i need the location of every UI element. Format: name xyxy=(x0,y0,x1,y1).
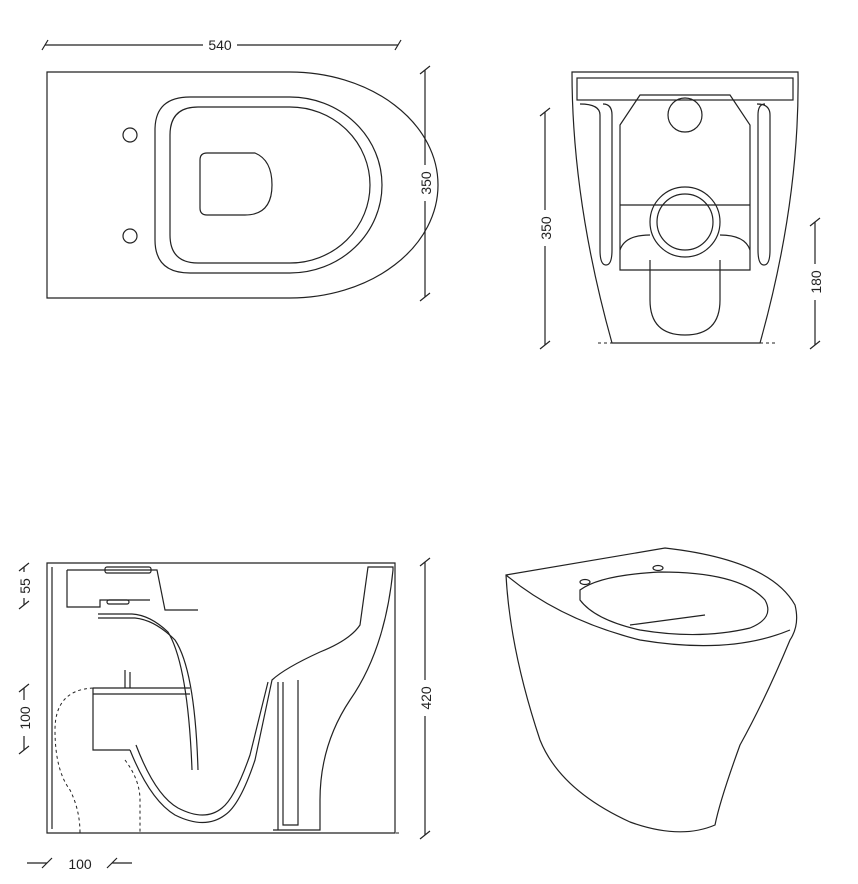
dimension-outlet-size-label: 100 xyxy=(17,706,33,730)
dimension-inlet-label: 55 xyxy=(17,578,33,594)
perspective-view xyxy=(505,547,798,833)
top-view: 540 350 xyxy=(41,36,439,302)
dimension-outlet-offset-label: 100 xyxy=(68,856,92,872)
dimension-width-label: 540 xyxy=(208,37,232,53)
dimension-total-height-label: 420 xyxy=(418,686,434,710)
dimension-depth-label: 350 xyxy=(418,171,434,195)
dimension-outlet-height-label: 180 xyxy=(808,270,824,294)
front-view: 350 180 xyxy=(536,71,824,350)
side-section-view: 420 55 100 100 xyxy=(15,557,434,872)
dimension-height-label: 350 xyxy=(538,216,554,240)
